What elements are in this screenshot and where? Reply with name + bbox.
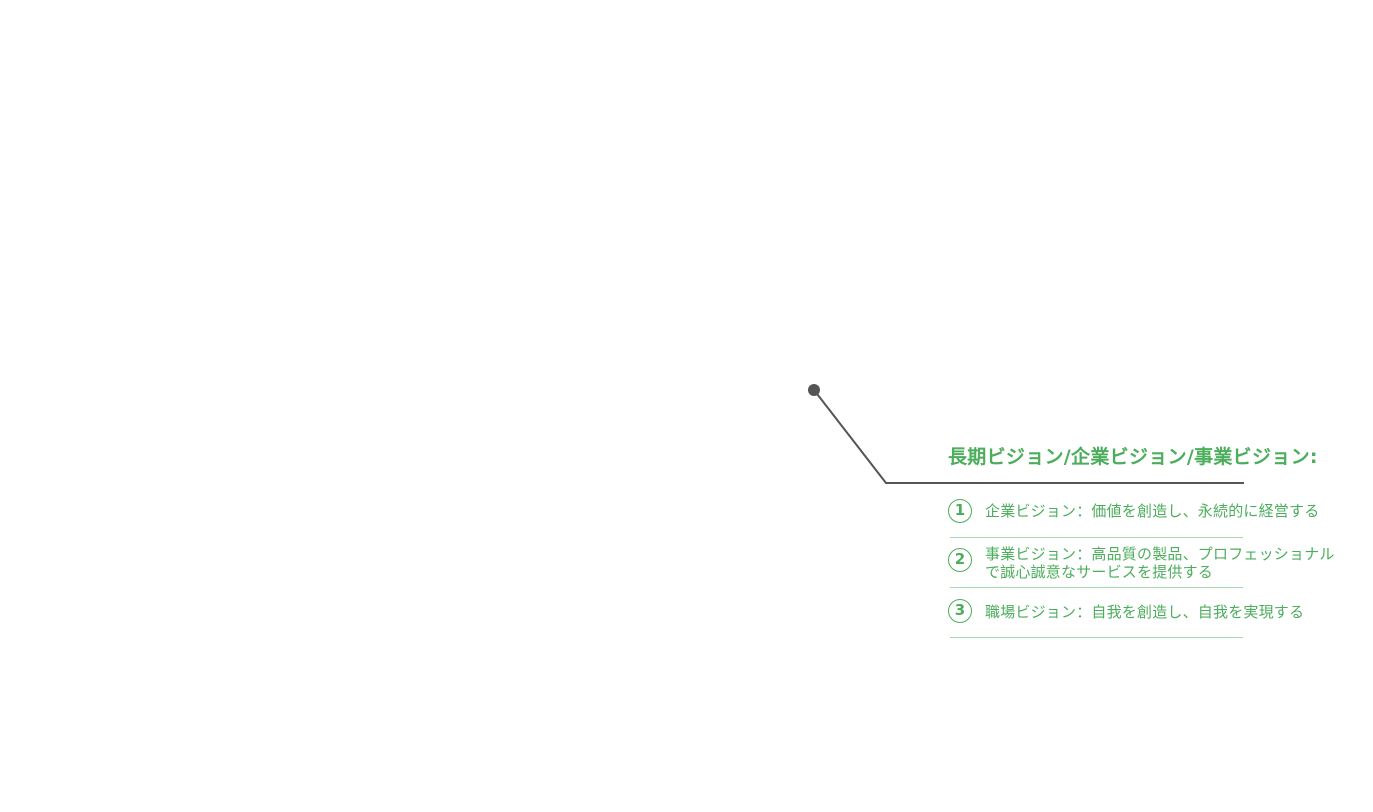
anchor-dot <box>808 384 820 396</box>
number-1-icon: 1 <box>948 499 972 523</box>
item-text-line-1: 企業ビジョン：価値を創造し、永続的に経営する <box>985 502 1320 520</box>
number-3-icon: 3 <box>948 599 972 623</box>
item-text-line-1: 事業ビジョン：高品質の製品、プロフェッショナル <box>985 545 1335 563</box>
item-divider <box>950 637 1243 638</box>
item-divider <box>950 587 1243 588</box>
item-divider <box>950 537 1243 538</box>
callout-heading: 長期ビジョン/企業ビジョン/事業ビジョン: <box>948 446 1318 468</box>
item-text-line-2: で誠心誠意なサービスを提供する <box>985 563 1214 581</box>
connector-line <box>813 389 1244 484</box>
number-2-icon: 2 <box>948 548 972 572</box>
item-text-line-1: 職場ビジョン：自我を創造し、自我を実現する <box>985 603 1305 621</box>
